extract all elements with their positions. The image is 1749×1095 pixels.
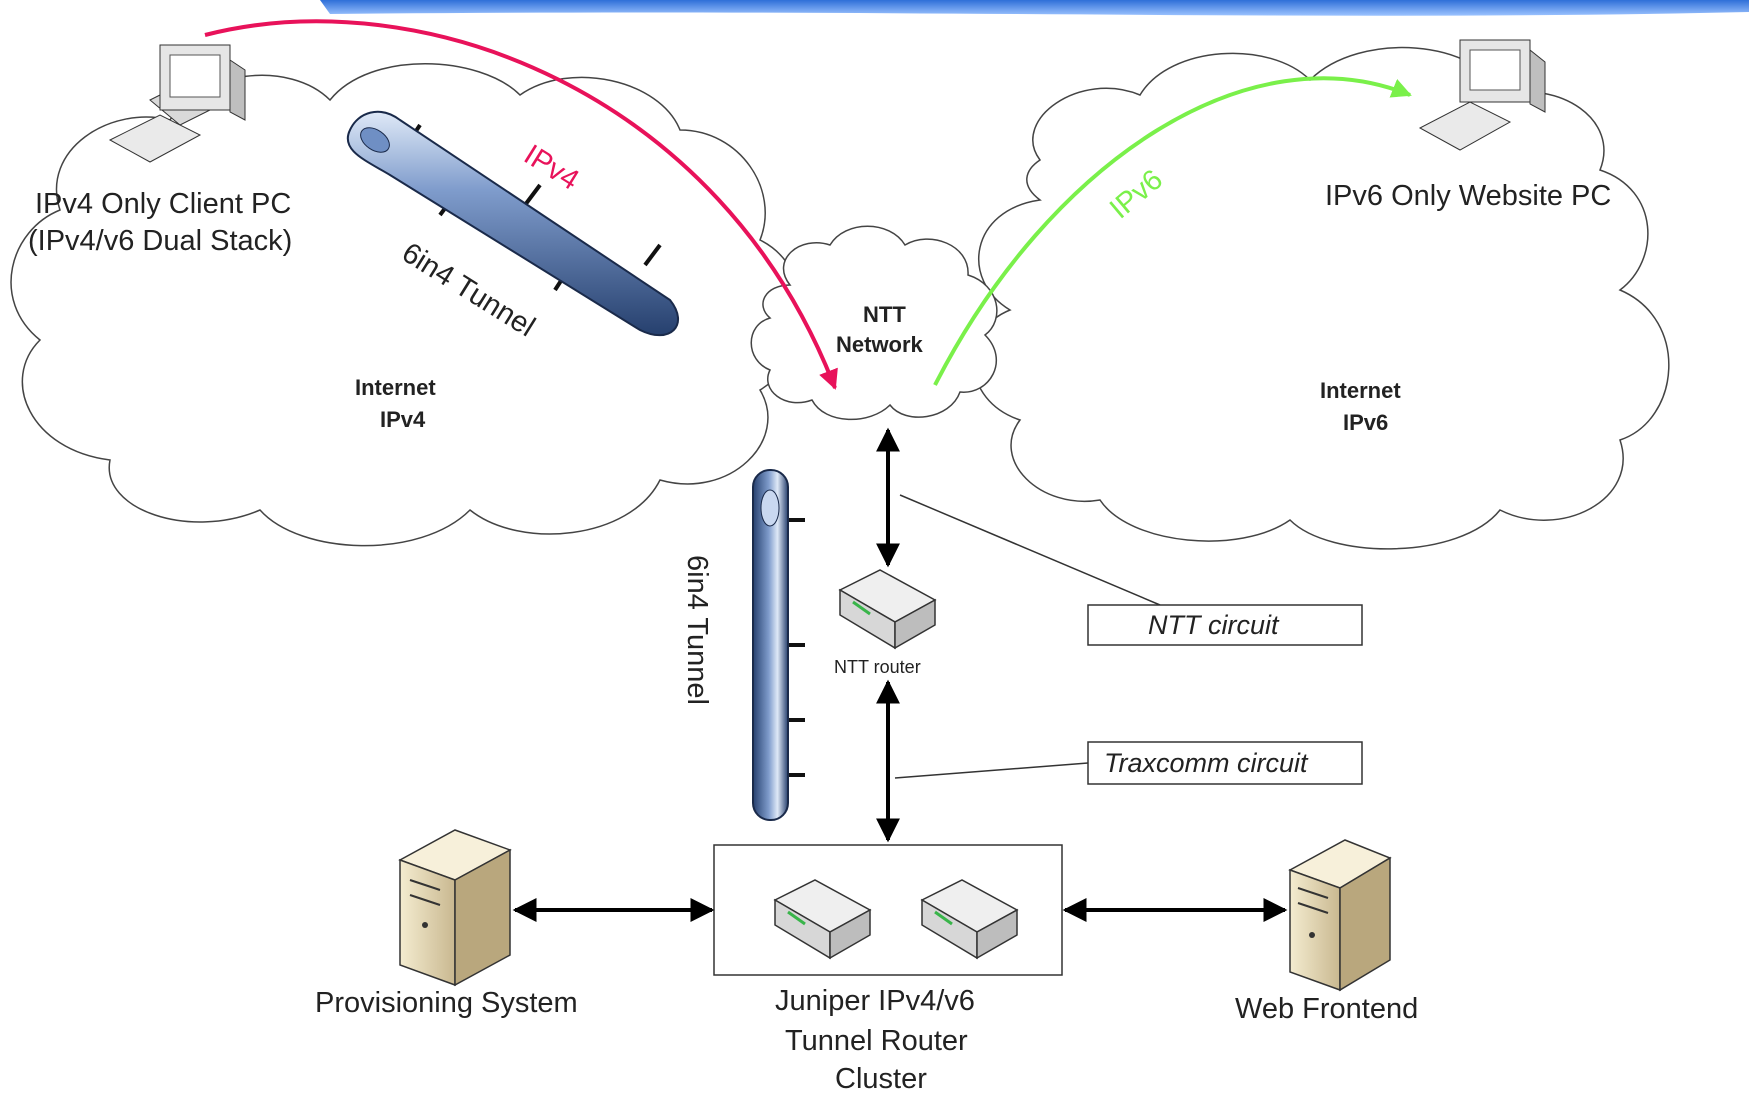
ntt-circuit-box [1087,604,1363,646]
cluster-router-2-icon [920,879,1019,960]
internet-ipv6-label-line2: IPv6 [1343,410,1388,435]
tunnel-vertical-label: 6in4 Tunnel [681,555,713,705]
ntt-network-label-line2: Network [836,332,924,357]
web-frontend-label: Web Frontend [1235,993,1418,1025]
ntt-router-label: NTT router [834,657,921,677]
ntt-router-icon [838,569,937,650]
ntt-network-label-line1: NTT [863,302,906,327]
website-pc-label: IPv6 Only Website PC [1325,180,1611,212]
ntt-circuit-callout-line [899,494,1161,606]
internet-ipv6-cloud [973,46,1670,550]
top-banner [320,0,1749,16]
website-pc-icon [1418,39,1546,151]
internet-ipv4-cloud [10,63,803,547]
internet-ipv6-label-line1: Internet [1320,378,1401,403]
router-cluster-label-line3: Cluster [835,1063,927,1095]
provisioning-label: Provisioning System [315,987,578,1019]
internet-ipv4-label-line1: Internet [355,375,436,400]
router-cluster-label-line2: Tunnel Router [785,1025,968,1057]
web-frontend-server-icon [1288,839,1392,992]
ntt-network-cloud [750,225,998,421]
tunnel-vertical [752,469,805,821]
router-cluster-label-line1: Juniper IPv4/v6 [775,985,975,1017]
cluster-router-1-icon [773,879,872,960]
traxcomm-circuit-label: Traxcomm circuit [1104,748,1309,778]
tunnel-diagonal [346,110,680,337]
client-pc-label-line2: (IPv4/v6 Dual Stack) [28,225,292,257]
traxcomm-circuit-box [1087,741,1363,785]
ipv4-flow-arrow [204,19,838,390]
client-pc-icon [108,44,246,163]
client-pc-label-line1: IPv4 Only Client PC [35,188,291,220]
ipv6-flow-arrow [933,76,1412,386]
ntt-circuit-label: NTT circuit [1148,610,1280,640]
internet-ipv4-label-line2: IPv4 [380,407,426,432]
provisioning-server-icon [398,829,512,987]
traxcomm-circuit-callout-line [894,762,1089,779]
